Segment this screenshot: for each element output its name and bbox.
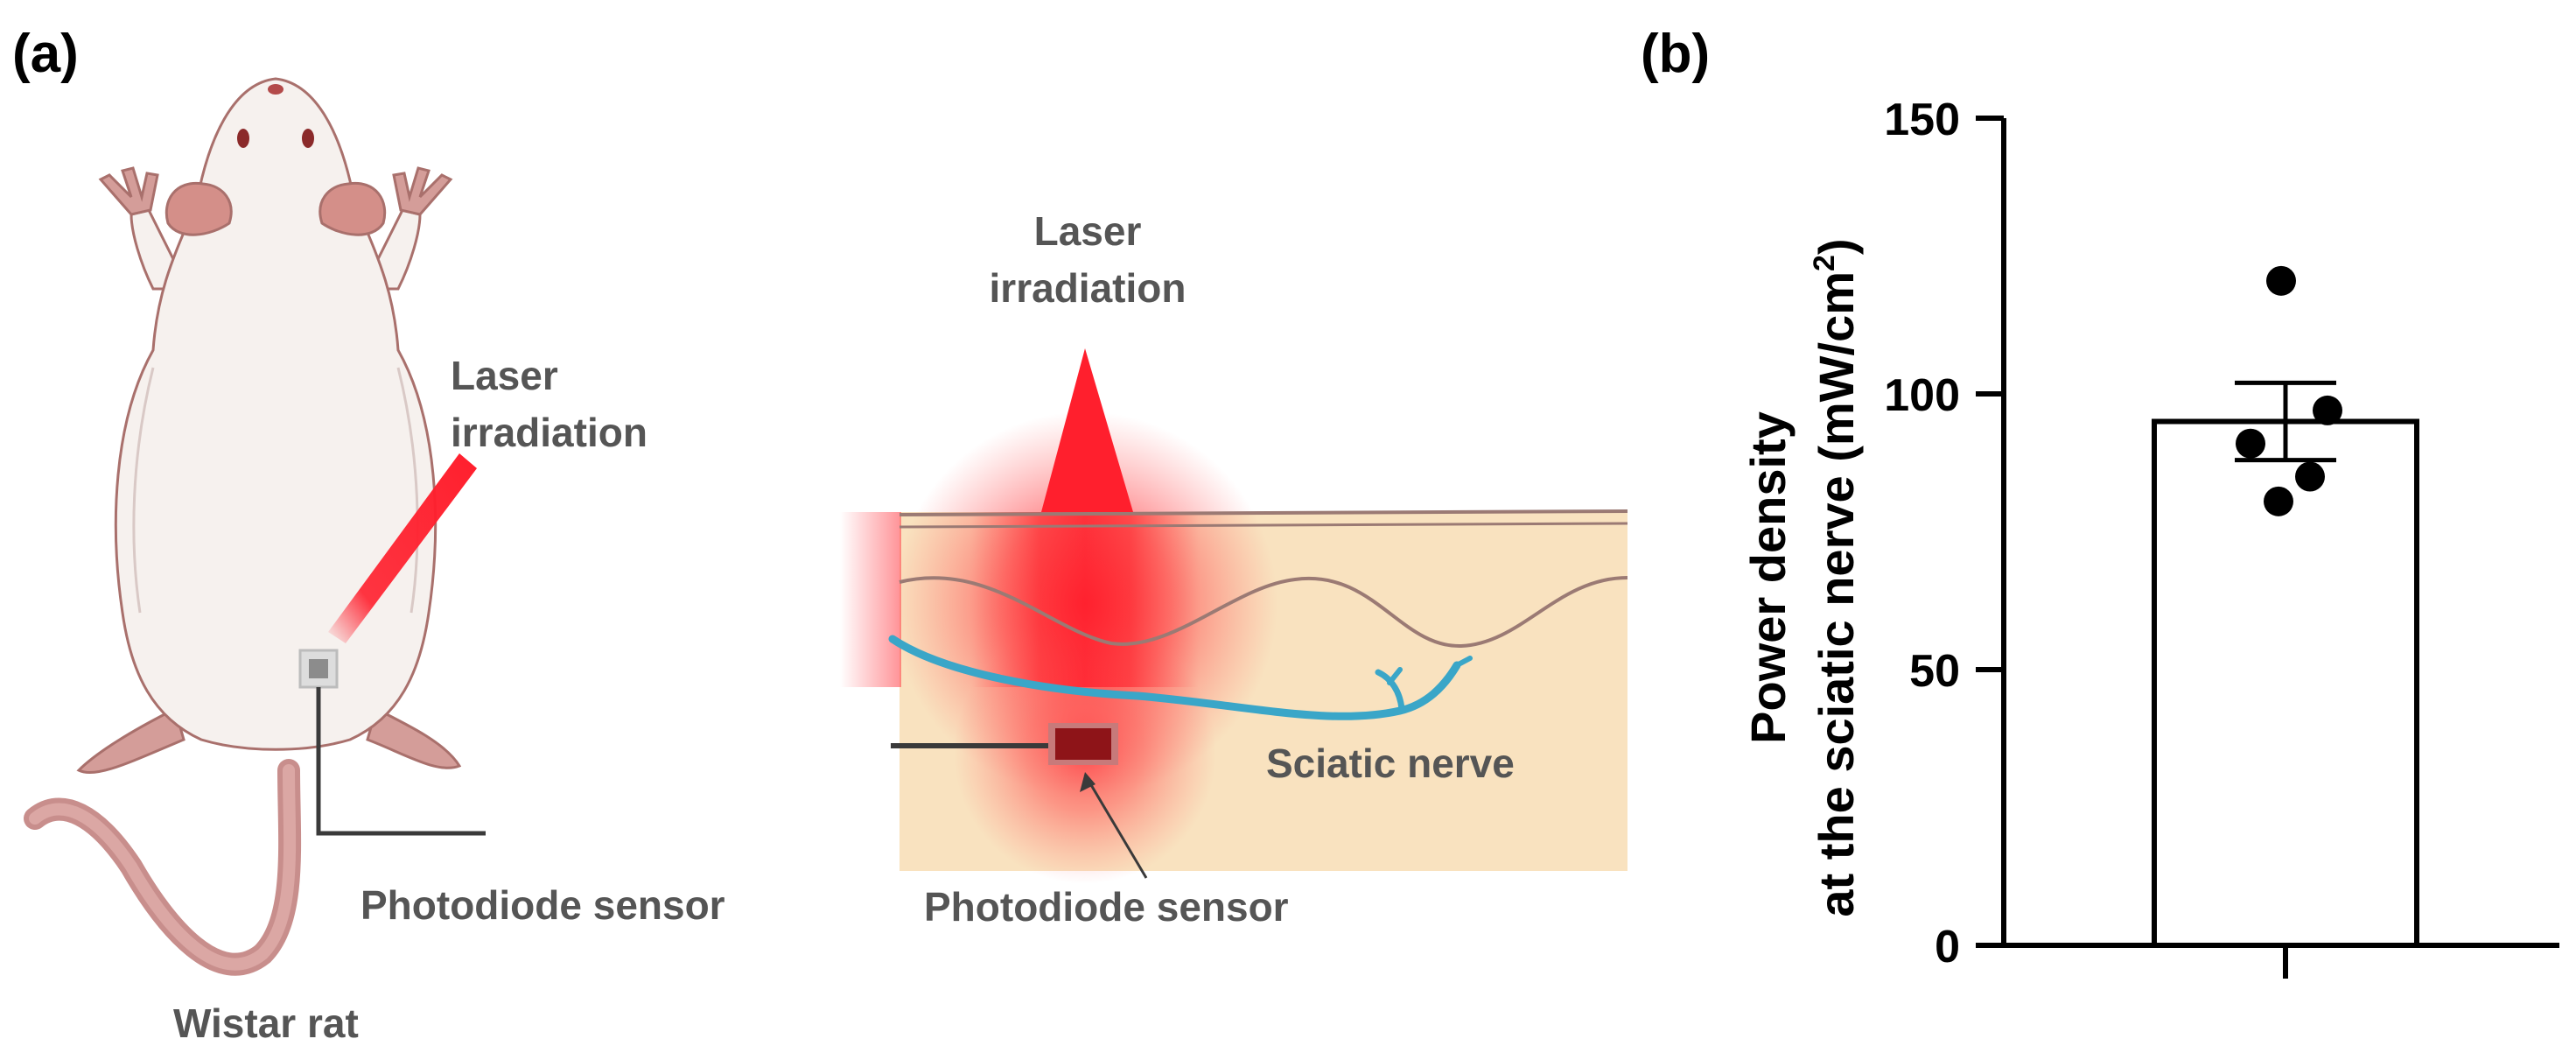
y-tick-label: 50	[1909, 646, 1960, 697]
bar-chart: Power density at the sciatic nerve (mW/c…	[1740, 95, 2559, 979]
data-point	[2266, 265, 2296, 296]
rat-photodiode-core	[309, 659, 328, 678]
rat-left-hand	[98, 166, 159, 216]
rat-photodiode-wire	[316, 687, 486, 836]
rat-right-ear	[318, 181, 387, 236]
y-tick-label: 0	[1935, 922, 1960, 972]
laser-column	[971, 512, 1199, 687]
y-tick-label: 150	[1884, 95, 1960, 145]
tissue-sensor	[1055, 728, 1111, 760]
data-point	[2313, 395, 2342, 425]
y-axis-label-close: )	[1809, 238, 1864, 255]
y-axis-label-sup: 2	[1808, 255, 1841, 271]
bars	[2152, 265, 2419, 979]
nerve-branch-1	[1375, 669, 1405, 713]
rat-right-hand	[392, 166, 453, 216]
y-tick-label: 100	[1884, 370, 1960, 421]
rat-nose	[268, 84, 284, 95]
nerve-branch-2	[1387, 667, 1403, 685]
y-axis-label-main: at the sciatic nerve (mW/cm	[1809, 271, 1864, 917]
rat-laser-label-2: irradiation	[451, 410, 648, 455]
sciatic-nerve	[888, 635, 1461, 720]
rat-left-eye	[237, 129, 249, 148]
data-point	[2264, 486, 2293, 516]
rat-left-ear	[164, 181, 233, 236]
skin-line-bottom	[899, 522, 1628, 529]
nerve-label: Sciatic nerve	[1266, 741, 1515, 786]
tissue-edge-glow	[840, 512, 901, 687]
rat-body	[114, 77, 438, 751]
rat-label: Wistar rat	[173, 1000, 359, 1046]
panel-b-label: (b)	[1641, 24, 1710, 84]
tissue-diagram	[840, 348, 1628, 884]
rat-right-eye	[302, 129, 314, 148]
y-axis-label-line1: Power density	[1740, 411, 1796, 744]
rat-laser-beam	[328, 453, 477, 643]
y-axis-label-line2: at the sciatic nerve (mW/cm2)	[1808, 238, 1864, 916]
dermis-line	[899, 576, 1628, 649]
tissue-laser-cone	[1041, 348, 1133, 512]
panel-a-label: (a)	[12, 24, 79, 84]
tissue-laser-label-2: irradiation	[990, 265, 1186, 311]
rat-sensor-label: Photodiode sensor	[360, 882, 725, 928]
tissue-sensor-label: Photodiode sensor	[924, 884, 1289, 930]
sensor-arrow-head	[1080, 772, 1096, 792]
rat-illustration	[24, 77, 486, 976]
tissue-laser-label-1: Laser	[1034, 208, 1142, 254]
rat-crease-right	[396, 367, 419, 614]
rat-right-hind-foot	[366, 706, 462, 769]
skin-line-top	[899, 509, 1628, 516]
rat-tail-inner	[29, 764, 297, 971]
sensor-arrow-line	[1083, 774, 1148, 879]
nerve-branch-3	[1454, 656, 1473, 668]
data-point	[2236, 428, 2265, 459]
y-ticks: 0 50 100 150	[1884, 95, 2004, 972]
rat-crease-left	[132, 367, 155, 614]
rat-left-hind-foot	[76, 706, 186, 775]
data-point	[2295, 461, 2325, 492]
rat-laser-label-1: Laser	[451, 353, 558, 398]
rat-tail	[24, 759, 302, 976]
